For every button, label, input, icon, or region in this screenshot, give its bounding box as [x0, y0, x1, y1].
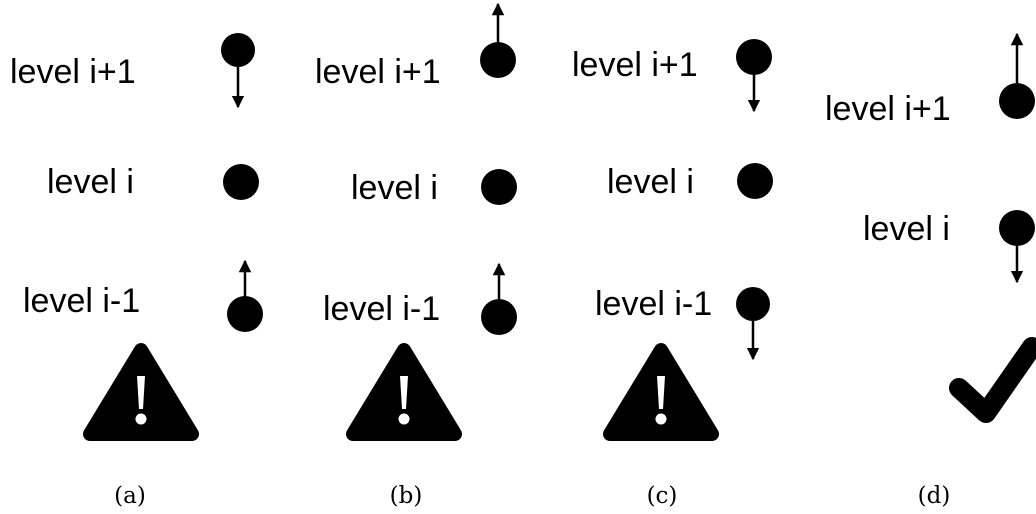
panel-b-middle-node	[481, 169, 517, 205]
panel-d-upper-node	[999, 32, 1035, 119]
panel-a-level-upper-label: level i+1	[10, 53, 136, 91]
panel-d-caption: (d)	[918, 483, 951, 509]
panel-c-caption: (c)	[647, 483, 678, 509]
panel-a-level-middle-label: level i	[47, 163, 134, 201]
panel-a-middle-node	[223, 164, 259, 200]
panel-c-middle-node	[737, 163, 773, 199]
panel-b: level i+1 level i level i-1 (b)	[315, 2, 517, 509]
checkmark-icon	[949, 337, 1036, 423]
panel-a-lower-node	[227, 259, 263, 332]
panel-c-level-upper-label: level i+1	[572, 46, 698, 84]
panel-d-level-middle-label: level i	[863, 210, 950, 248]
panel-d-middle-node	[999, 210, 1035, 284]
panel-b-lower-node	[481, 262, 517, 335]
panel-a-caption: (a)	[114, 483, 146, 509]
panel-b-level-middle-label: level i	[351, 169, 438, 207]
warning-icon	[603, 343, 719, 441]
panel-b-upper-node	[480, 2, 516, 78]
panel-b-level-upper-label: level i+1	[315, 53, 441, 91]
panel-a-level-lower-label: level i-1	[23, 282, 140, 320]
panel-c-upper-node	[736, 39, 772, 113]
panel-c-level-middle-label: level i	[607, 163, 694, 201]
warning-icon	[346, 343, 462, 441]
panel-c-lower-node	[736, 287, 770, 361]
panel-d-level-upper-label: level i+1	[825, 90, 951, 128]
panel-c-level-lower-label: level i-1	[595, 285, 712, 323]
panel-c: level i+1 level i level i-1 (c)	[572, 39, 773, 509]
panel-b-level-lower-label: level i-1	[323, 290, 440, 328]
warning-icon	[83, 343, 199, 441]
panel-d: level i+1 level i (d)	[825, 32, 1036, 509]
panel-a: level i+1 level i level i-1 (a)	[10, 33, 263, 509]
panel-b-caption: (b)	[390, 483, 423, 509]
panel-a-upper-node	[221, 33, 255, 109]
